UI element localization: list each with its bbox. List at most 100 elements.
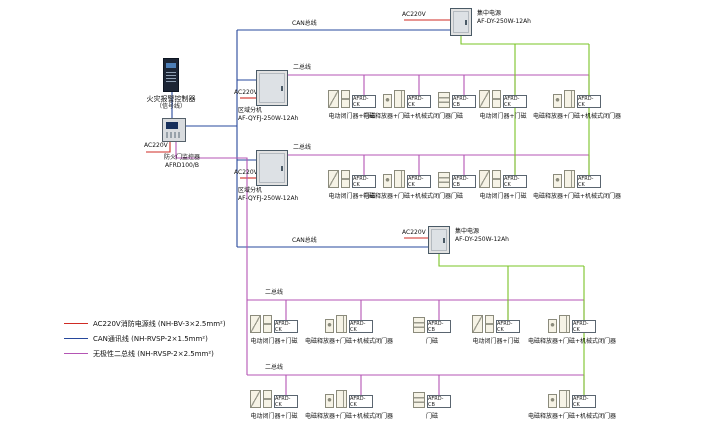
magnetic-release-icon [325,319,334,333]
device-group: AFRD-CK 电动闭门器+门磁 [479,88,527,120]
monitor-screen [166,122,178,129]
two-bus-label-row-3: 二总线 [265,289,284,296]
supply-2-name: 集中电源 [455,228,480,235]
door-magnet-icon [492,90,501,108]
device-group: AFRD-CK 电磁释放器+门磁+机械式闭门器 [533,88,621,120]
device-group: AFRD-CK 电磁释放器+门磁+机械式闭门器 [528,313,616,345]
device-group-desc: 电动闭门器+门磁 [479,113,527,120]
device-group-desc: 电磁释放器+门磁+机械式闭门器 [304,413,394,420]
afrd-module-label: AFRD-CK [352,95,376,108]
power-line-swatch [64,323,88,324]
legend-item: CAN通讯线 (NH-RVSP-2×1.5mm²) [64,331,226,346]
two-bus-label-row-1: 二总线 [293,64,312,71]
afrd-module-label: AFRD-CB [427,395,451,408]
device-group-desc: 电磁释放器+门磁+机械式闭门器 [532,113,622,120]
device-group-desc: 门磁 [450,193,464,200]
door-leaf-icon [394,170,405,188]
can-bus-label-bottom: CAN总线 [292,237,317,244]
legend-item: 无极性二总线 (NH-RVSP-2×2.5mm²) [64,346,226,361]
device-group-desc: 电动闭门器+门磁 [250,413,298,420]
unit-2-label: 区域分机 AF-QYFJ-250W-12Ah [238,187,298,202]
legend-label: CAN通讯线 (NH-RVSP-2×1.5mm²) [93,334,208,343]
afrd-module-label: AFRD-CK [577,175,601,188]
controller-display [166,63,176,68]
door-magnet-icon [263,390,272,408]
legend: AC220V消防电源线 (NH-BV-3×2.5mm²) CAN通讯线 (NH-… [64,316,226,361]
device-group-desc: 电磁释放器+门磁+机械式闭门器 [532,193,622,200]
controller-keys [166,72,176,82]
two-bus-line-swatch [64,353,88,354]
two-bus-trunk-line [175,142,248,375]
electric-door-closer-icon [250,315,261,333]
electric-door-closer-icon [479,90,490,108]
magnetic-release-icon [553,174,562,188]
supply-2-model: AF-DY-250W-12Ah [455,235,509,243]
door-leaf-icon [564,170,575,188]
door-magnet-icon [341,90,350,108]
device-group-desc: 电动闭门器+门磁 [328,193,376,200]
legend-label: AC220V消防电源线 (NH-BV-3×2.5mm²) [93,319,226,328]
device-group: AFRD-CK 电磁释放器+门磁+机械式闭门器 [528,388,616,420]
device-group-desc: 门磁 [425,338,439,345]
legend-item: AC220V消防电源线 (NH-BV-3×2.5mm²) [64,316,226,331]
device-group: AFRD-CK 电动闭门器+门磁 [250,388,298,420]
device-group-desc: 电动闭门器+门磁 [328,113,376,120]
door-magnet-icon [492,170,501,188]
door-leaf-icon [336,390,347,408]
door-magnet-icon [263,315,272,333]
magnetic-release-icon [553,94,562,108]
afrd-module-label: AFRD-CK [503,95,527,108]
afrd-module-label: AFRD-CK [352,175,376,188]
monitor-keys [166,132,182,138]
magnetic-release-icon [383,94,392,108]
door-leaf-icon [336,315,347,333]
door-magnet-icon [485,315,494,333]
device-group-desc: 电动闭门器+门磁 [250,338,298,345]
supply-1-power-label: AC220V [402,11,426,18]
device-group: AFRD-CB 门磁 [413,388,451,420]
door-leaf-icon [559,390,570,408]
door-leaf-icon [564,90,575,108]
afrd-module-label: AFRD-CK [572,320,596,333]
door-magnet-panel-icon [413,392,425,408]
two-bus-row-4-line [247,374,585,395]
afrd-module-label: AFRD-CB [452,175,476,188]
supply-1-feed-line [460,36,590,175]
central-power-supply-2-icon [428,226,450,254]
device-group-desc: 电动闭门器+门磁 [479,193,527,200]
device-group-desc: 电磁释放器+门磁+机械式闭门器 [362,113,452,120]
legend-label: 无极性二总线 (NH-RVSP-2×2.5mm²) [93,349,214,358]
two-bus-row-3-line [247,299,585,320]
controller-label: 火灾报警控制器 （信号线） [130,95,212,111]
electric-door-closer-icon [472,315,483,333]
two-bus-row-2-line [288,154,590,175]
device-group: AFRD-CB 门磁 [438,168,476,200]
central-power-supply-1-icon [450,8,472,36]
device-group: AFRD-CK 电动闭门器+门磁 [472,313,520,345]
door-magnet-panel-icon [438,92,450,108]
door-magnet-panel-icon [438,172,450,188]
monitor-power-label: AC220V [144,142,168,149]
device-group: AFRD-CK 电磁释放器+门磁+机械式闭门器 [305,313,393,345]
device-group-desc: 门磁 [450,113,464,120]
supply-1-model: AF-DY-250W-12Ah [477,17,531,25]
afrd-module-label: AFRD-CK [496,320,520,333]
electric-door-closer-icon [250,390,261,408]
signal-line-label: （信号线） [155,103,186,111]
afrd-module-label: AFRD-CK [503,175,527,188]
afrd-module-label: AFRD-CK [274,395,298,408]
monitor-model: AFRD100/B [165,161,199,169]
device-group-desc: 电动闭门器+门磁 [472,338,520,345]
supply-2-power-label: AC220V [402,229,426,236]
device-group-desc: 电磁释放器+门磁+机械式闭门器 [527,338,617,345]
magnetic-release-icon [383,174,392,188]
device-group: AFRD-CK 电动闭门器+门磁 [328,88,376,120]
unit-2-model: AF-QYFJ-250W-12Ah [238,194,299,202]
device-group: AFRD-CK 电动闭门器+门磁 [328,168,376,200]
afrd-module-label: AFRD-CB [427,320,451,333]
unit-1-name: 区域分机 [238,107,263,114]
door-leaf-icon [559,315,570,333]
can-line-swatch [64,338,88,339]
